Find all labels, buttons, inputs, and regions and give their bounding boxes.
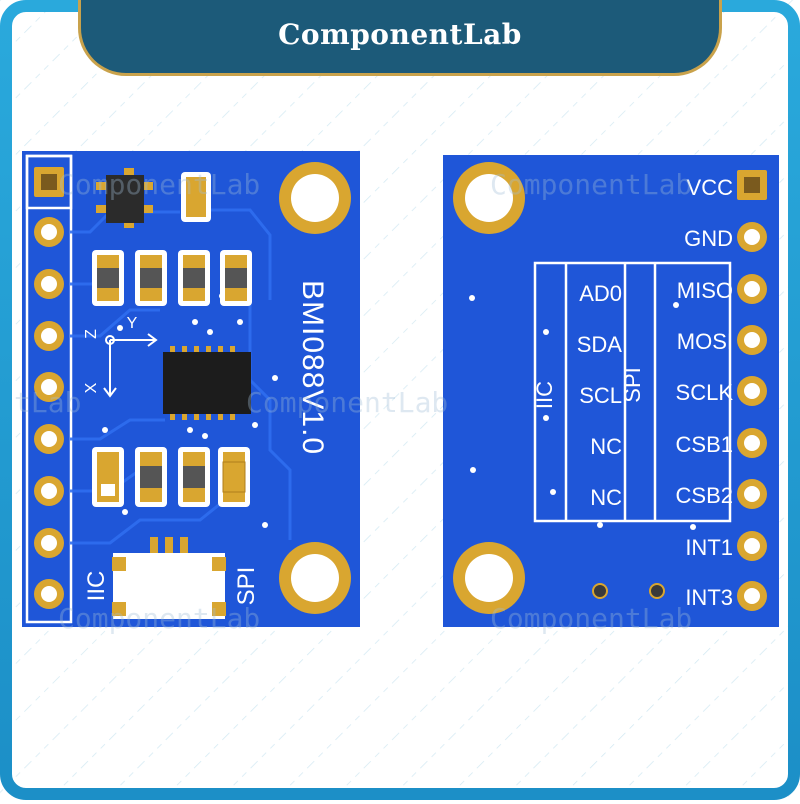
- front-board: Y Z X BMI088V1.0 IIC SPI: [22, 151, 360, 627]
- group-iic-label: IIC: [532, 381, 557, 409]
- jumper-spi-label: SPI: [233, 567, 260, 606]
- regulator-chip: [96, 168, 153, 228]
- model-label: BMI088V1.0: [296, 280, 329, 455]
- brand-title: ComponentLab: [278, 18, 522, 51]
- smd-passives-bottom: [92, 447, 250, 507]
- test-points: [592, 583, 665, 599]
- brand-banner: ComponentLab: [78, 0, 722, 76]
- pin-label: CSB2: [676, 483, 733, 508]
- smd-passives-top: [92, 250, 252, 306]
- pin-label: SCLK: [676, 380, 734, 405]
- pin-label: INT1: [685, 535, 733, 560]
- axis-z-label: Z: [83, 329, 100, 339]
- silkscreen-frame: [533, 261, 732, 523]
- iic-pin-label: NC: [590, 485, 622, 510]
- iic-pin-labels: AD0 SDA SCL NC NC: [577, 281, 623, 510]
- group-spi-label: SPI: [620, 367, 645, 402]
- front-pin-header: [34, 167, 64, 609]
- iic-pin-label: NC: [590, 434, 622, 459]
- pin-label: MOSI: [677, 329, 733, 354]
- smd-capacitor: [181, 172, 211, 222]
- interface-jumper: [112, 537, 226, 619]
- bmi088-sensor-chip: [163, 346, 251, 420]
- axis-indicator: [103, 333, 158, 398]
- axis-y-label: Y: [127, 315, 138, 332]
- pin-label: VCC: [687, 175, 734, 200]
- pin-label: CSB1: [676, 432, 733, 457]
- pin-label: MISO: [677, 278, 733, 303]
- vias: [102, 293, 278, 528]
- back-board: IIC SPI AD0 SDA SCL NC NC VCC GND MISO M…: [443, 155, 779, 627]
- pin-label: GND: [684, 226, 733, 251]
- back-pin-header: [737, 170, 767, 611]
- iic-pin-label: SCL: [579, 383, 622, 408]
- jumper-iic-label: IIC: [83, 571, 110, 602]
- axis-x-label: X: [83, 382, 100, 393]
- iic-pin-label: SDA: [577, 332, 623, 357]
- iic-pin-label: AD0: [579, 281, 622, 306]
- pin-label: INT3: [685, 585, 733, 610]
- pin-labels: VCC GND MISO MOSI SCLK CSB1 CSB2 INT1 IN…: [676, 175, 734, 610]
